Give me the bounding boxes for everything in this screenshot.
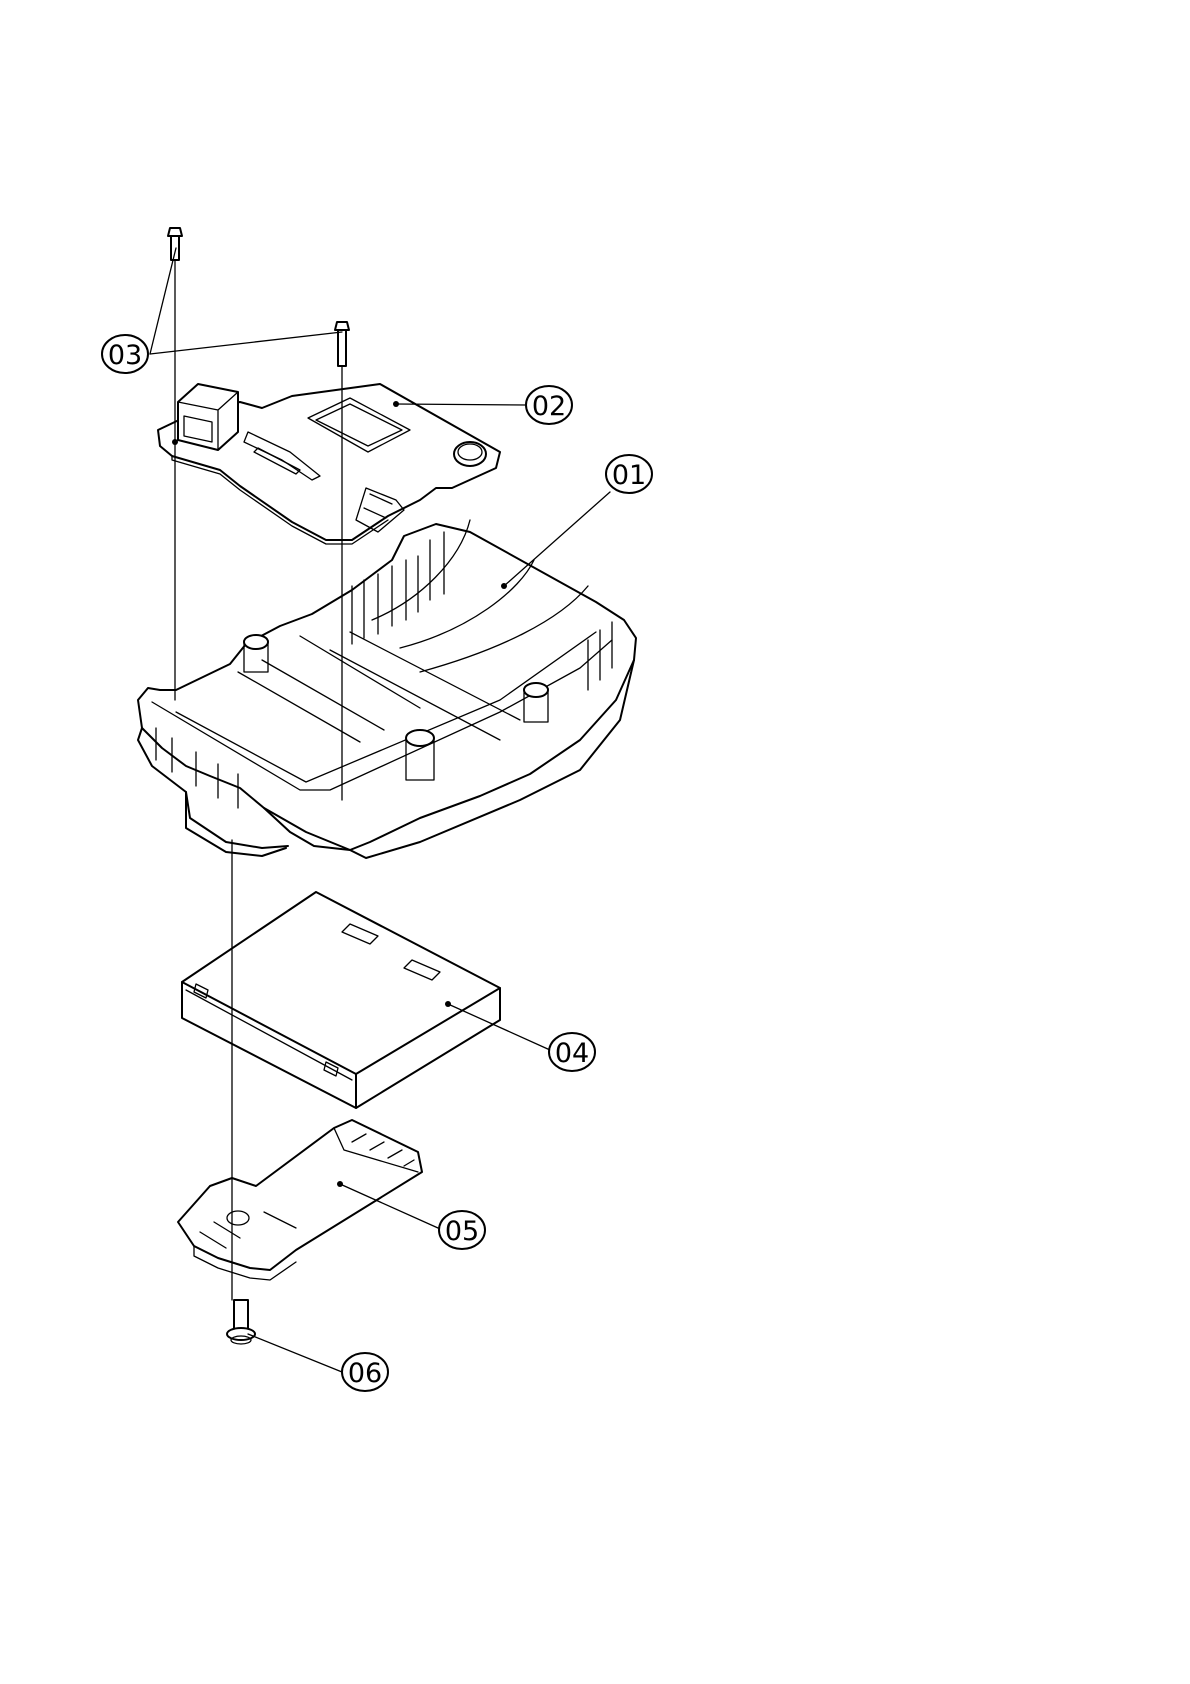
callout-01: 01	[606, 455, 652, 493]
svg-text:03: 03	[108, 340, 142, 371]
callout-05: 05	[439, 1211, 485, 1249]
part-05-bracket	[178, 1120, 422, 1280]
svg-text:05: 05	[445, 1216, 479, 1247]
callout-04: 04	[549, 1033, 595, 1071]
callout-02: 02	[526, 386, 572, 424]
callout-03: 03	[102, 335, 148, 373]
part-02-circuit-board	[158, 384, 500, 544]
svg-text:04: 04	[555, 1038, 589, 1069]
boss-right	[524, 683, 548, 722]
boss-center	[406, 730, 434, 780]
part-01-housing	[138, 520, 636, 858]
part-03-screws	[168, 228, 349, 800]
svg-text:02: 02	[532, 391, 566, 422]
screw-left	[168, 228, 182, 700]
svg-text:01: 01	[612, 460, 646, 491]
callout-06: 06	[342, 1353, 388, 1391]
svg-text:06: 06	[348, 1358, 382, 1389]
boss-left	[244, 635, 268, 672]
part-04-battery	[182, 892, 500, 1108]
